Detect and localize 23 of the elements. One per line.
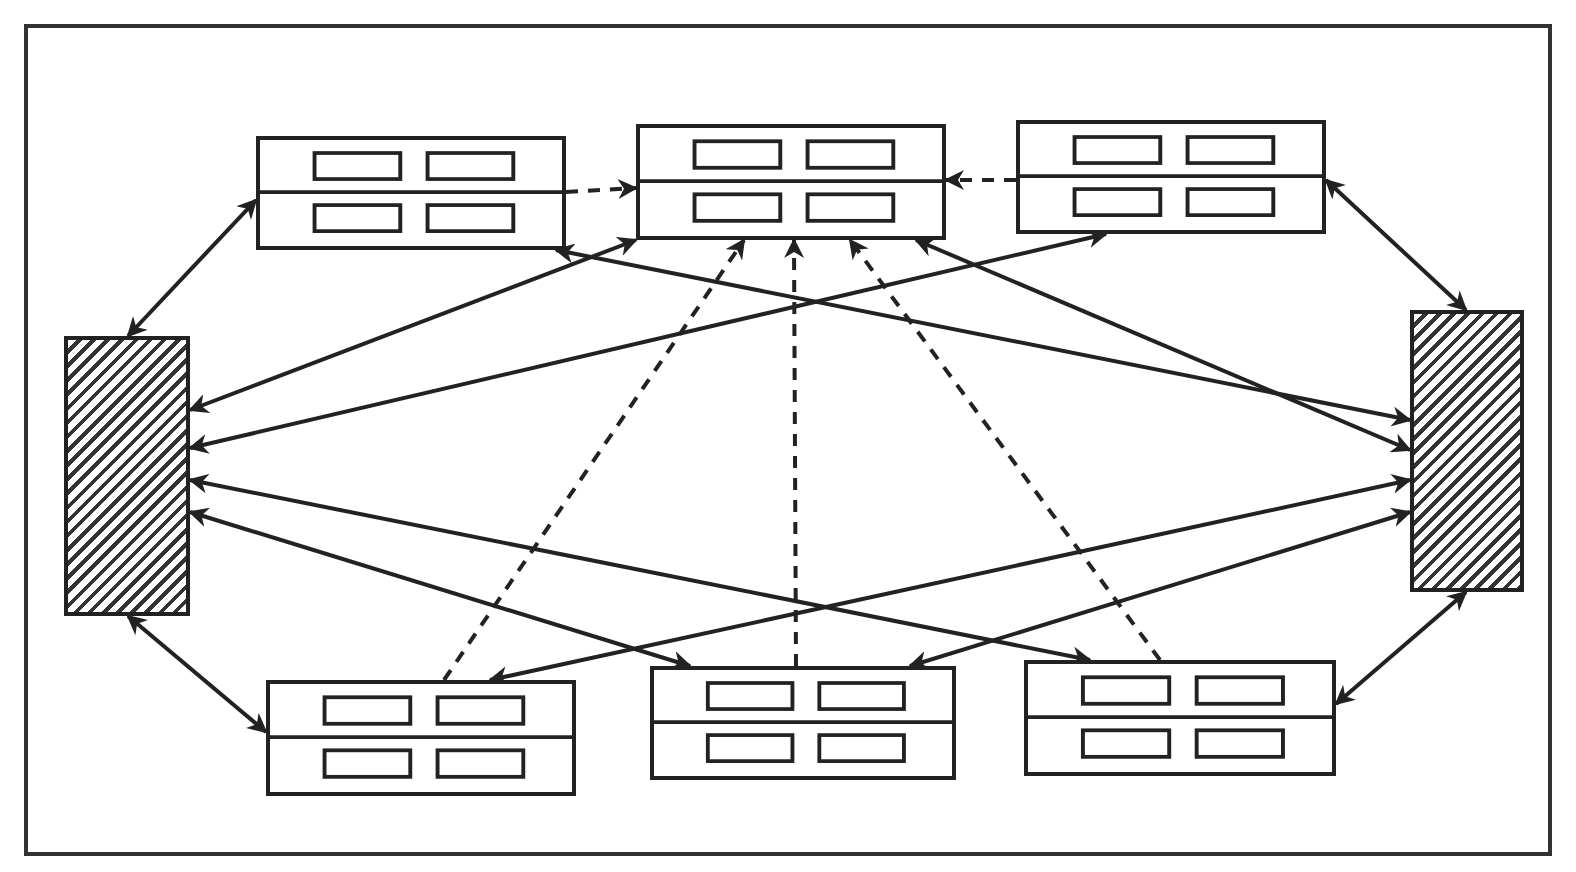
dashed-arrow — [565, 179, 638, 199]
arrow — [126, 198, 258, 338]
arrow — [126, 614, 268, 734]
equipment-rack — [650, 666, 956, 780]
arrow — [554, 243, 1412, 427]
equipment-rack — [1016, 120, 1326, 234]
arrow — [1324, 178, 1468, 312]
arrow — [1334, 590, 1468, 706]
arrow — [908, 507, 1412, 671]
equipment-rack — [1024, 660, 1336, 776]
equipment-rack — [266, 680, 576, 796]
arrow — [188, 237, 638, 413]
arrow — [488, 474, 1412, 686]
hatched-panel — [1410, 310, 1524, 592]
dashed-arrow — [848, 238, 1162, 662]
dashed-arrow — [944, 170, 1016, 190]
equipment-rack — [256, 136, 566, 250]
dashed-arrow — [442, 238, 746, 682]
equipment-rack — [636, 124, 946, 240]
dashed-arrow — [784, 238, 805, 666]
arrow — [188, 507, 692, 671]
arrow — [914, 237, 1412, 453]
hatched-panel — [64, 336, 190, 616]
